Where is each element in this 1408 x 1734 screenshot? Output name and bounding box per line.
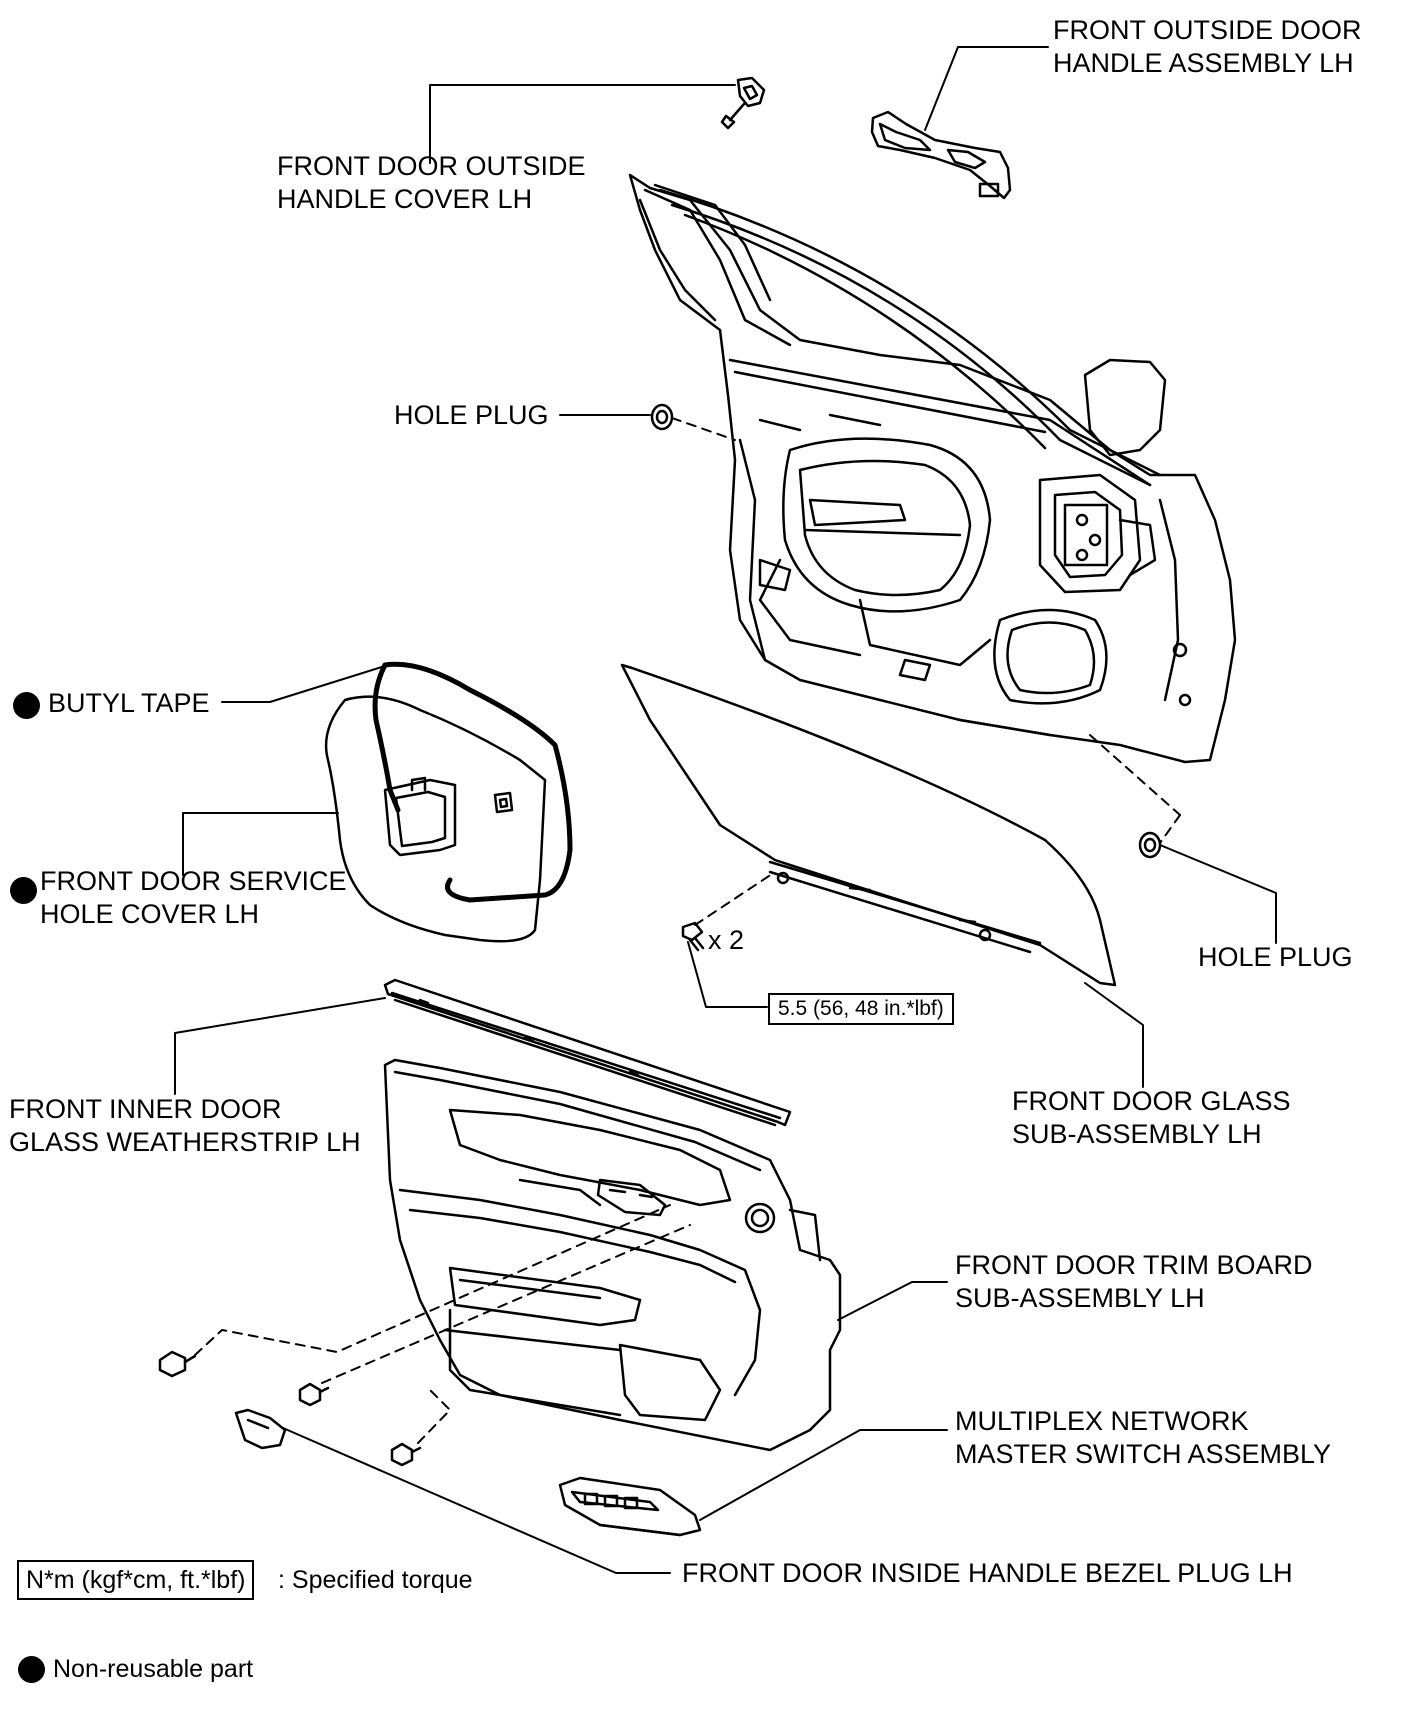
label-line: SUB-ASSEMBLY LH: [1012, 1119, 1262, 1149]
label-outside-handle-cover: FRONT DOOR OUTSIDE HANDLE COVER LH: [277, 150, 586, 216]
label-line: HANDLE ASSEMBLY LH: [1053, 48, 1354, 78]
leader-bezel-plug: [282, 1427, 671, 1574]
torque-value-box: 5.5 (56, 48 in.*lbf): [768, 993, 954, 1025]
label-butyl-tape: BUTYL TAPE: [48, 687, 210, 720]
label-line: HOLE PLUG: [394, 400, 549, 430]
legend-torque-box: N*m (kgf*cm, ft.*lbf): [17, 1560, 255, 1600]
label-line: FRONT OUTSIDE DOOR: [1053, 15, 1362, 45]
label-door-glass: FRONT DOOR GLASS SUB-ASSEMBLY LH: [1012, 1085, 1291, 1151]
bezel-plug-part: [234, 1408, 287, 1450]
label-line: FRONT DOOR INSIDE HANDLE BEZEL PLUG LH: [682, 1558, 1293, 1588]
master-switch-part: [558, 1476, 702, 1537]
door-glass-part: [620, 663, 1117, 987]
legend-nonreusable-text: Non-reusable part: [53, 1655, 254, 1683]
label-line: FRONT DOOR OUTSIDE: [277, 151, 586, 181]
outside-handle-cover-part: [720, 76, 766, 130]
label-hole-plug-upper: HOLE PLUG: [394, 399, 549, 432]
label-line: FRONT DOOR SERVICE: [40, 866, 347, 896]
label-line: HANDLE COVER LH: [277, 184, 533, 214]
trim-board-part: [383, 1058, 842, 1452]
label-inner-weatherstrip: FRONT INNER DOOR GLASS WEATHERSTRIP LH: [9, 1093, 361, 1159]
leader-trim-board: [837, 1281, 948, 1321]
inner-weatherstrip-part: [383, 978, 792, 1127]
assembly-dashed-lines: [194, 417, 1181, 1444]
label-line: HOLE PLUG: [1198, 942, 1353, 972]
label-line: SUB-ASSEMBLY LH: [955, 1283, 1205, 1313]
label-line: FRONT DOOR TRIM BOARD: [955, 1250, 1313, 1280]
legend-nonreusable-dot-icon: [18, 1656, 45, 1683]
label-outside-handle-assembly: FRONT OUTSIDE DOOR HANDLE ASSEMBLY LH: [1053, 14, 1362, 80]
leader-outside-handle-assembly: [924, 46, 1049, 131]
leader-service-hole-cover: [182, 812, 339, 876]
label-service-hole-cover: FRONT DOOR SERVICE HOLE COVER LH: [40, 865, 347, 931]
glass-bolt-part: [681, 921, 705, 952]
leader-inner-weatherstrip: [174, 997, 386, 1095]
label-hole-plug-lower: HOLE PLUG: [1198, 941, 1353, 974]
nonreusable-dot-icon: [13, 692, 40, 719]
leader-master-switch: [699, 1429, 948, 1521]
leader-door-glass: [1084, 982, 1144, 1088]
label-line: BUTYL TAPE: [48, 688, 210, 718]
leader-torque: [687, 941, 768, 1008]
label-master-switch: MULTIPLEX NETWORK MASTER SWITCH ASSEMBLY: [955, 1405, 1331, 1471]
hole-plug-upper-part: [650, 403, 674, 431]
label-line: FRONT INNER DOOR: [9, 1094, 282, 1124]
leader-butyl-tape: [221, 665, 386, 703]
leader-outside-handle-cover: [429, 84, 736, 164]
label-trim-board: FRONT DOOR TRIM BOARD SUB-ASSEMBLY LH: [955, 1249, 1313, 1315]
label-line: MULTIPLEX NETWORK: [955, 1406, 1249, 1436]
hole-plug-lower-part: [1138, 831, 1162, 859]
door-inner-panel-part: [628, 173, 1237, 764]
label-line: FRONT DOOR GLASS: [1012, 1086, 1291, 1116]
trim-screw-parts: [158, 1350, 422, 1467]
label-line: MASTER SWITCH ASSEMBLY: [955, 1439, 1332, 1469]
label-line: HOLE COVER LH: [40, 899, 260, 929]
leader-hole-plug-lower: [1159, 844, 1277, 944]
label-bezel-plug: FRONT DOOR INSIDE HANDLE BEZEL PLUG LH: [682, 1557, 1293, 1590]
label-line: GLASS WEATHERSTRIP LH: [9, 1127, 361, 1157]
service-hole-cover-part: [324, 661, 573, 943]
outside-handle-assembly-part: [870, 110, 1012, 200]
leader-lines: [174, 46, 1277, 1574]
quantity-label: x 2: [708, 925, 745, 955]
legend-torque-text: : Specified torque: [278, 1566, 473, 1594]
nonreusable-dot-icon: [10, 877, 37, 904]
